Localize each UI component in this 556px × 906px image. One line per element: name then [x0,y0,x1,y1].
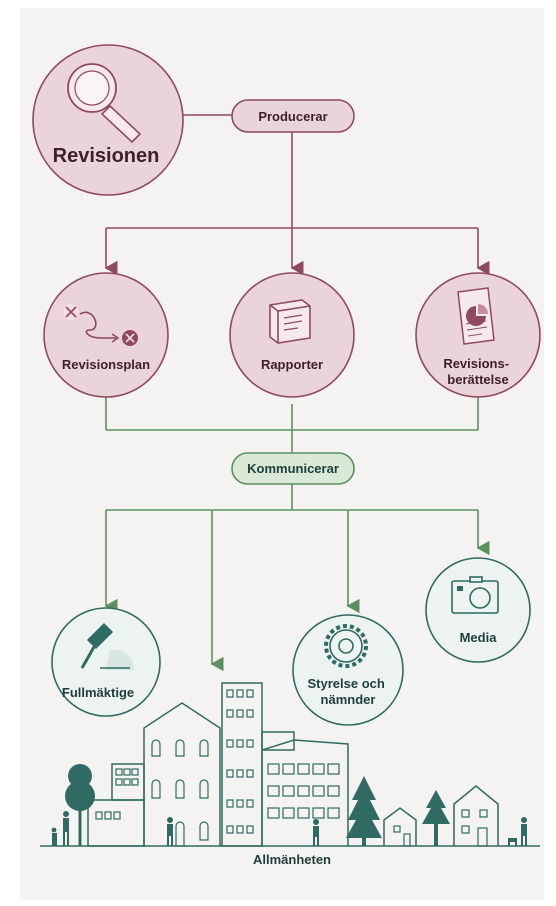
node-rapporter: Rapporter [229,272,355,398]
magnifier-icon [67,63,142,144]
tree-icon [65,764,95,846]
pill-producerar: Producerar [231,99,355,133]
town-illustration [40,682,540,847]
person-icon [51,811,69,846]
pill-kommunicerar: Kommunicerar [231,452,355,485]
node-label-rapporter: Rapporter [261,357,323,372]
node-revisionsberattelse: Revisions- berättelse [415,272,541,398]
node-label-media: Media [460,630,498,645]
node-label-fullmaktige: Fullmäktige [62,685,134,700]
communicate-connectors [104,392,490,672]
node-styrelse: Styrelse och nämnder [292,614,404,726]
report-chart-icon [457,287,495,345]
node-label-revisionsberattelse: Revisions- berättelse [443,356,512,387]
gavel-icon [80,622,135,670]
node-revisionen: Revisionen [32,44,184,196]
node-label-revisionen: Revisionen [53,145,160,167]
node-label-styrelse: Styrelse och nämnder [308,676,389,707]
path-route-icon [63,304,138,346]
produce-connectors [104,114,490,276]
pill-label-kommunicerar: Kommunicerar [247,461,339,476]
node-label-revisionsplan: Revisionsplan [62,357,150,372]
public-label: Allmänheten [253,852,331,867]
node-media: Media [425,557,531,663]
camera-icon [451,576,499,614]
node-revisionsplan: Revisionsplan [43,272,169,398]
pill-label-producerar: Producerar [258,109,327,124]
node-fullmaktige: Fullmäktige [51,607,161,717]
gear-icon [324,624,368,668]
book-icon [269,299,311,344]
